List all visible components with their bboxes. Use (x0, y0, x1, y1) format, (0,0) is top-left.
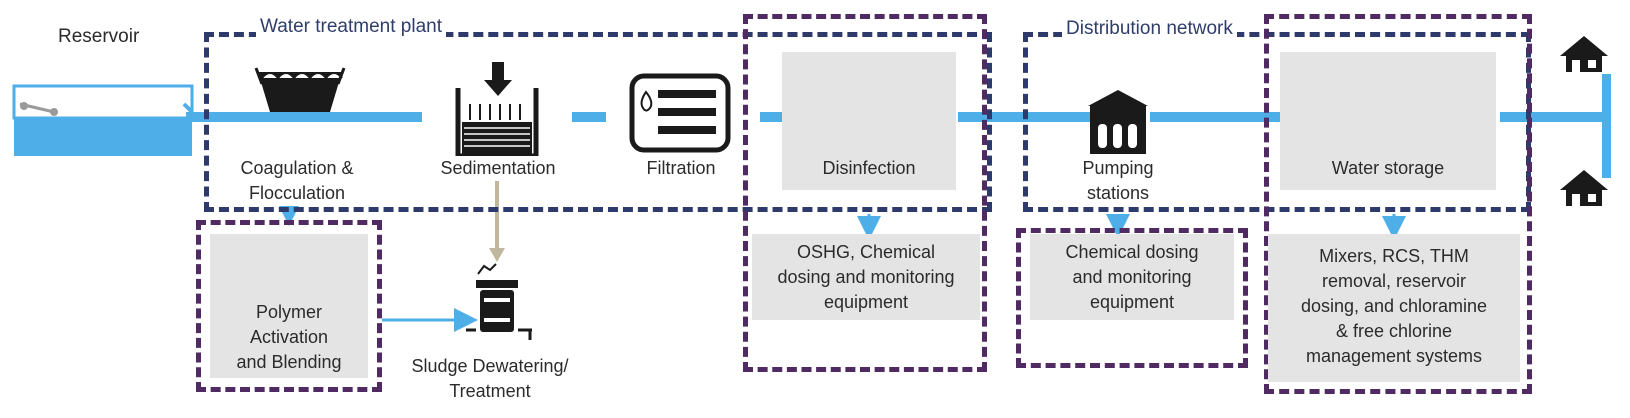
stage-label-pumping: Pumping stations (1064, 156, 1172, 206)
mixers-equipment-label: Mixers, RCS, THM removal, reservoir dosi… (1300, 246, 1488, 366)
treatment-plant-boundary (204, 32, 992, 212)
polymer-equipment-label: Polymer Activation and Blending (236, 302, 342, 372)
polymer-boundary (196, 220, 382, 392)
water-storage-box (1280, 52, 1496, 190)
sludge-equipment-label: Sludge Dewatering/ Treatment (411, 356, 569, 401)
disinfection-box (782, 52, 956, 190)
dosing-equipment-box: Chemical dosing and monitoring equipment (1030, 234, 1234, 320)
storage-boundary (1264, 14, 1532, 394)
oshg-equipment-label: OSHG, Chemical dosing and monitoring equ… (777, 242, 955, 312)
stage-label-sedimentation: Sedimentation (426, 156, 570, 181)
house-icon (1560, 36, 1608, 206)
basin-icon (254, 67, 346, 112)
reservoir-basin (12, 84, 194, 156)
stage-label-disinfection: Disinfection (822, 158, 916, 178)
dewatering-press-icon (466, 263, 532, 340)
distribution-network-title: Distribution network (1062, 18, 1237, 40)
treatment-plant-title: Water treatment plant (256, 16, 446, 38)
polymer-equipment-box: Polymer Activation and Blending (210, 234, 368, 378)
dosing-equipment-label: Chemical dosing and monitoring equipment (1065, 242, 1199, 312)
reservoir-title: Reservoir (58, 26, 140, 47)
filter-icon (629, 73, 731, 153)
disinfection-boundary (743, 14, 987, 372)
stage-label-filtration: Filtration (646, 158, 716, 178)
mixers-equipment-box: Mixers, RCS, THM removal, reservoir dosi… (1268, 234, 1520, 382)
stage-label-coagulation: Coagulation & Flocculation (222, 156, 372, 206)
oshg-equipment-box: OSHG, Chemical dosing and monitoring equ… (752, 234, 980, 320)
stage-label-storage: Water storage (1331, 158, 1445, 178)
sedimentation-tank-icon (455, 62, 539, 159)
pumping-equipment-boundary (1016, 228, 1248, 368)
pump-station-icon (1088, 90, 1148, 154)
